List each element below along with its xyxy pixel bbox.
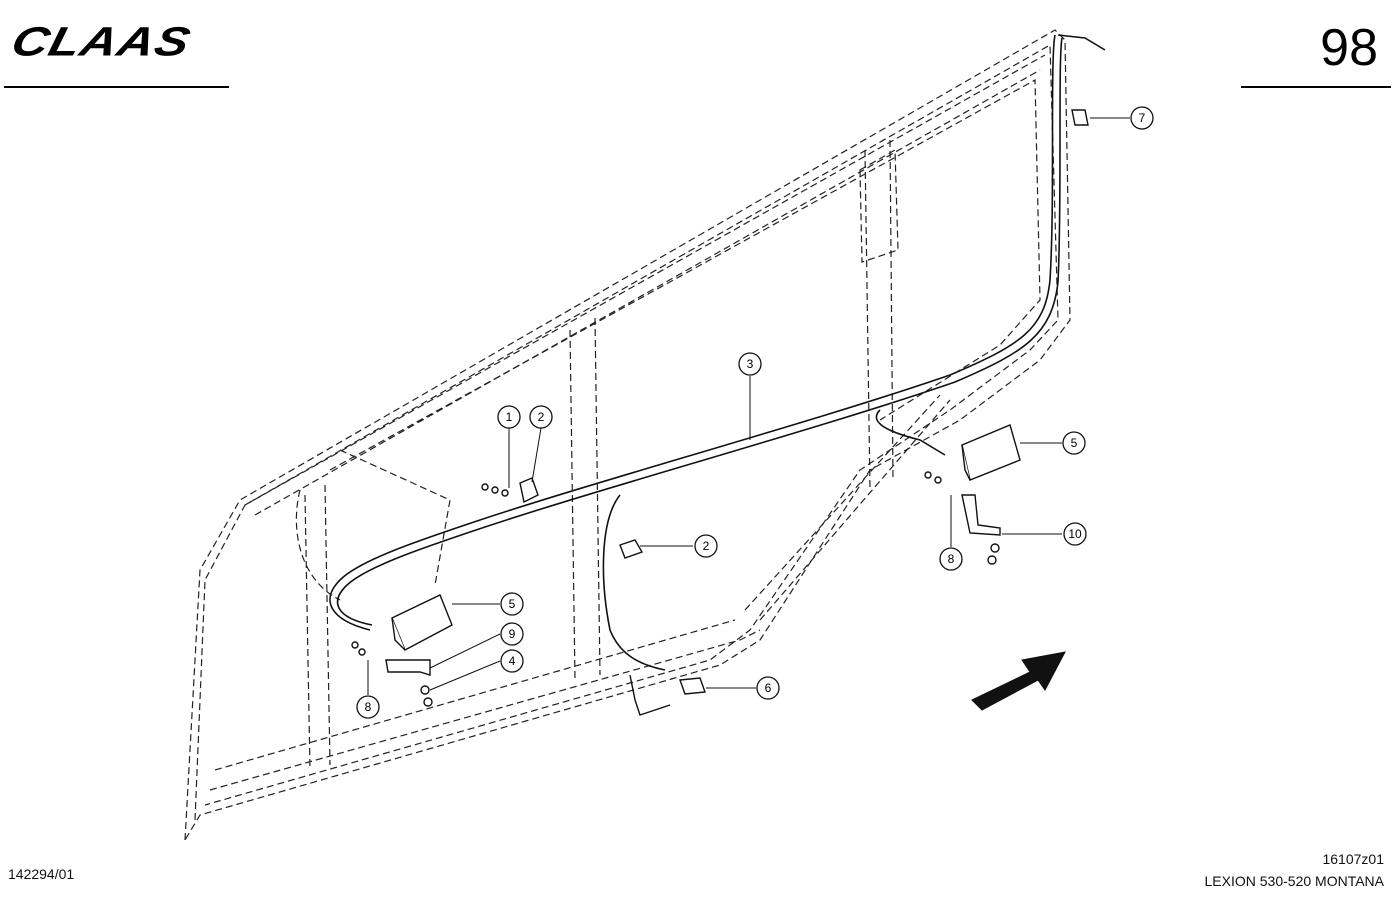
callout-label: 4 [509,654,516,668]
wiring-harness [329,34,1106,671]
header-rule-left [4,86,229,88]
callout-label: 8 [365,700,372,714]
callout-label: 6 [765,681,772,695]
callout-c9: 9 [500,622,524,646]
callout-c2a: 2 [529,405,553,429]
callout-c5a: 5 [500,592,524,616]
callout-c1: 1 [497,405,521,429]
callout-circle [756,676,780,700]
callout-label: 10 [1068,527,1082,541]
callout-c4: 4 [500,649,524,673]
callout-circle [500,592,524,616]
callout-circle [356,695,380,719]
callout-c2b: 2 [694,534,718,558]
direction-arrow-icon [971,651,1066,711]
callout-circle [497,405,521,429]
header-rule-right [1241,86,1391,88]
callout-c7: 7 [1130,106,1154,130]
callout-c10: 10 [1063,522,1087,546]
callout-label: 2 [538,410,545,424]
callout-circle [1062,431,1086,455]
plug-socket [679,677,706,695]
document-id: 142294/01 [8,866,75,882]
callout-c8a: 8 [356,695,380,719]
callout-c6: 6 [756,676,780,700]
callout-circle [738,352,762,376]
callout-c3: 3 [738,352,762,376]
callout-label: 5 [1071,436,1078,450]
page-number: 98 [1320,19,1378,77]
callout-circle [500,649,524,673]
callout-label: 3 [747,357,754,371]
callout-circle [1130,106,1154,130]
callout-circle [500,622,524,646]
connector-clip [1071,109,1089,126]
callout-label: 7 [1139,111,1146,125]
callout-label: 8 [948,552,955,566]
callout-circle [529,405,553,429]
figure-code: 16107z01 [1322,851,1384,867]
callout-label: 5 [509,597,516,611]
work-lamp-right [961,424,1021,481]
cable-clip-1 [519,477,539,504]
callout-label: 2 [703,539,710,553]
callout-circle [939,547,963,571]
mounting-bracket-left [385,659,431,676]
components [351,109,1089,716]
callout-c5b: 5 [1062,431,1086,455]
mounting-bracket-right [961,494,1001,536]
cab-frame-outline [184,29,1071,841]
leader-lines [367,117,1130,695]
model-name: LEXION 530-520 MONTANA [1204,873,1384,889]
callout-label: 1 [506,410,513,424]
cable-clip-2 [619,539,644,559]
callout-circle [1063,522,1087,546]
callout-label: 9 [509,627,516,641]
callout-layer: 1 2 2 3 4 5 5 6 7 8 8 9 10 [356,106,1154,719]
callout-circle [694,534,718,558]
callout-c8b: 8 [939,547,963,571]
